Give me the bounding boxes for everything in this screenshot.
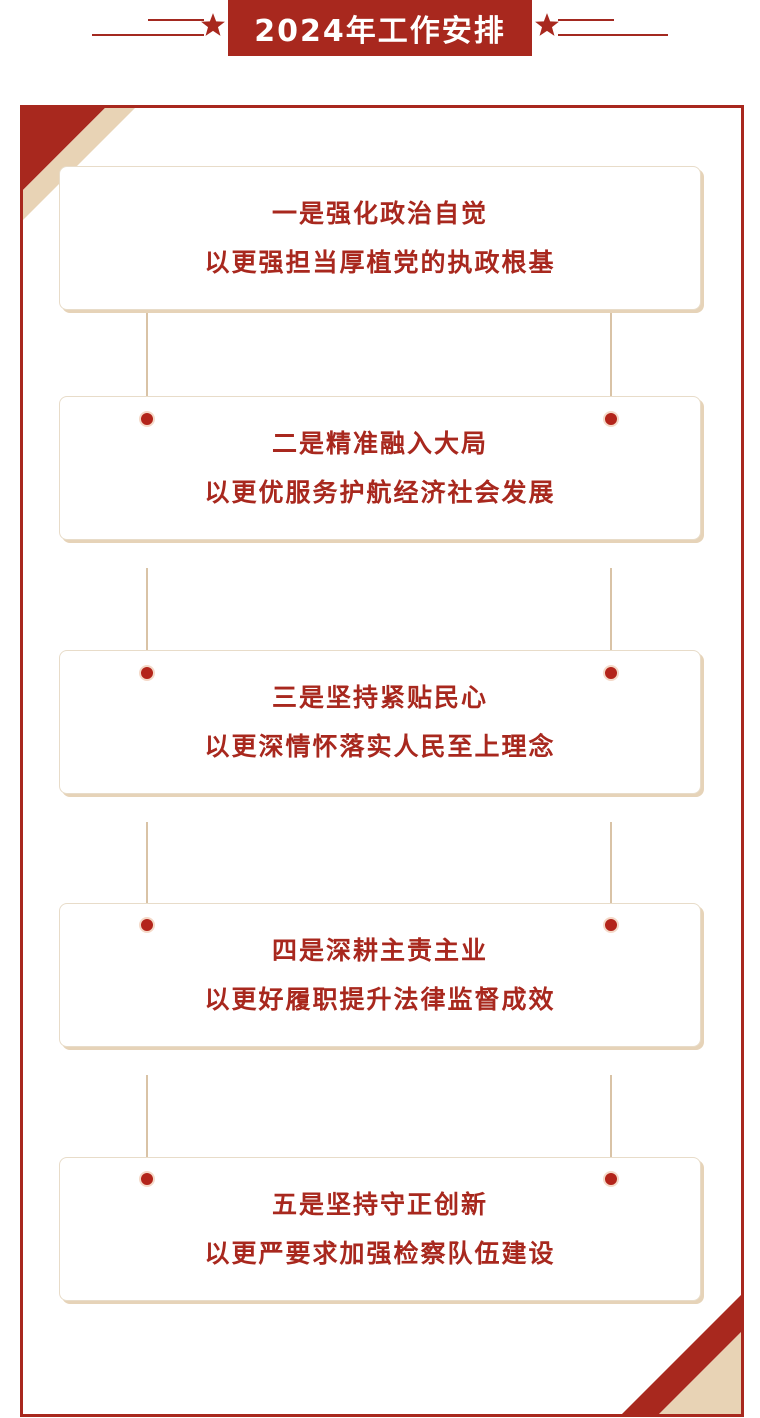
- plan-detail: 以更好履职提升法律监督成效: [204, 985, 556, 1014]
- connector-line: [610, 822, 612, 925]
- timeline-dot: [603, 665, 619, 681]
- connector-line: [610, 312, 612, 419]
- plan-heading: 二是精准融入大局: [271, 429, 488, 458]
- timeline-dot: [139, 665, 155, 681]
- header-decor-line: [558, 34, 668, 36]
- connector-line: [146, 312, 148, 419]
- connector-line: [146, 822, 148, 925]
- plan-heading: 一是强化政治自觉: [271, 199, 488, 228]
- timeline-dot: [603, 1171, 619, 1187]
- plan-heading: 四是深耕主责主业: [271, 936, 488, 965]
- plan-detail: 以更强担当厚植党的执政根基: [204, 248, 556, 277]
- plan-detail: 以更优服务护航经济社会发展: [204, 478, 556, 507]
- header-decor-line: [558, 19, 614, 21]
- header-decor-line: [148, 19, 204, 21]
- plan-card: 一是强化政治自觉 以更强担当厚植党的执政根基: [59, 166, 701, 310]
- timeline-dot: [139, 917, 155, 933]
- plan-card: 三是坚持紧贴民心 以更深情怀落实人民至上理念: [59, 650, 701, 794]
- page-title: 2024年工作安排: [228, 0, 532, 56]
- plan-detail: 以更严要求加强检察队伍建设: [204, 1239, 556, 1268]
- plan-detail: 以更深情怀落实人民至上理念: [204, 732, 556, 761]
- star-icon: [201, 13, 225, 36]
- header-decor-line: [92, 34, 204, 36]
- corner-ribbon-decoration: [622, 1295, 741, 1414]
- connector-line: [610, 1075, 612, 1179]
- plan-card: 五是坚持守正创新 以更严要求加强检察队伍建设: [59, 1157, 701, 1301]
- timeline-dot: [603, 411, 619, 427]
- plan-heading: 三是坚持紧贴民心: [271, 683, 488, 712]
- timeline-dot: [603, 917, 619, 933]
- plan-card: 四是深耕主责主业 以更好履职提升法律监督成效: [59, 903, 701, 1047]
- timeline-dot: [139, 1171, 155, 1187]
- star-icon: [535, 13, 559, 36]
- corner-ribbon-decoration: [23, 108, 135, 220]
- plan-card: 二是精准融入大局 以更优服务护航经济社会发展: [59, 396, 701, 540]
- plan-heading: 五是坚持守正创新: [271, 1190, 488, 1219]
- connector-line: [146, 568, 148, 672]
- connector-line: [146, 1075, 148, 1179]
- timeline-dot: [139, 411, 155, 427]
- connector-line: [610, 568, 612, 672]
